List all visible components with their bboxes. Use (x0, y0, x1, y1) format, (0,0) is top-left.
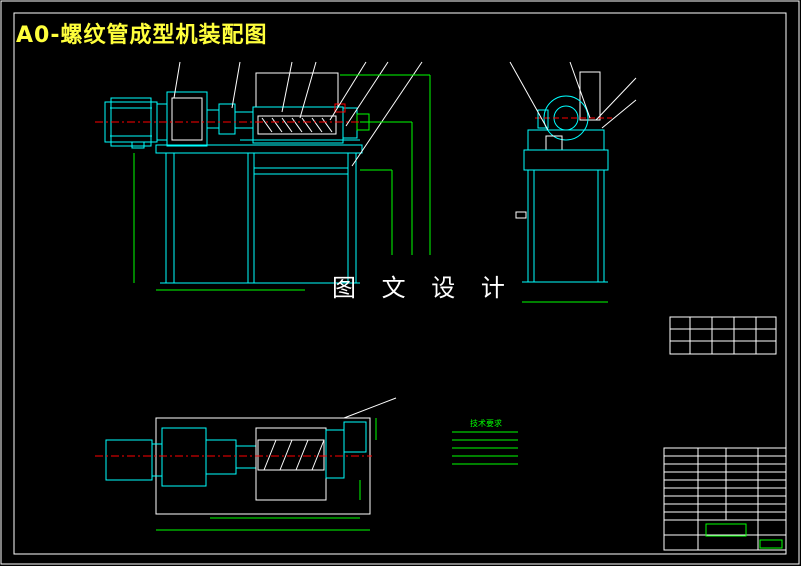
title-block (663, 447, 787, 551)
coupling (218, 103, 236, 135)
base-plate (155, 144, 363, 154)
side-view (509, 61, 637, 303)
drawing-title: A0-螺纹管成型机装配图 (16, 23, 268, 48)
part-leaders (173, 61, 423, 167)
top-view (95, 397, 397, 531)
tech-requirements-lines (452, 431, 518, 465)
tech-requirements-heading: 技术要求 (470, 419, 502, 428)
screw (257, 115, 337, 135)
hopper (255, 72, 339, 108)
dimension-lines (133, 74, 431, 291)
front-view (95, 61, 431, 291)
watermark-text: 图 文 设 计 (332, 274, 514, 302)
inner-border (13, 12, 787, 555)
reducer (166, 91, 208, 147)
support-frame (160, 152, 360, 284)
parameter-table (669, 316, 777, 355)
top-base (155, 417, 371, 515)
